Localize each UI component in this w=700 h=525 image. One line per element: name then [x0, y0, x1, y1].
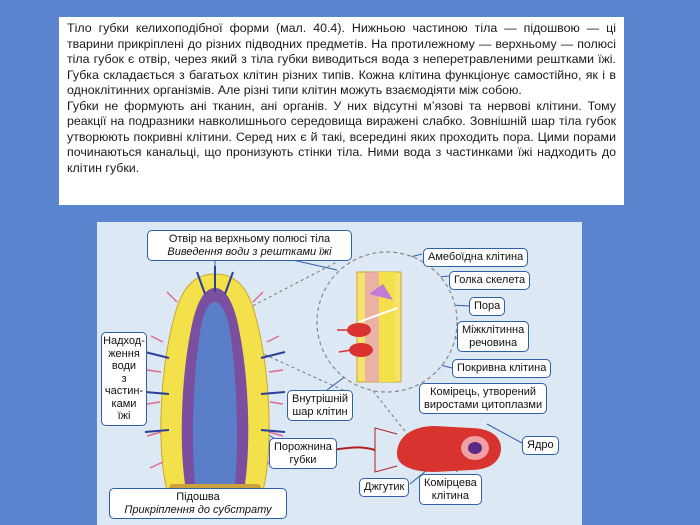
label-cavity: Порожнина губки	[269, 438, 337, 469]
label-amoeboid-cell: Амебоїдна клітина	[423, 248, 528, 267]
label-pore: Пора	[469, 297, 505, 316]
label-inner-layer: Внутрішній шар клітин	[287, 390, 353, 421]
label-spicule: Голка скелета	[449, 271, 530, 290]
label-water-inflow: Надход- ження води з частин- ками їжі	[101, 332, 147, 426]
paragraph-1: Тіло губки келихоподібної форми (мал. 40…	[67, 21, 616, 99]
label-collar: Комірець, утворений виростами цитоплазми	[419, 383, 547, 414]
text-block: Тіло губки келихоподібної форми (мал. 40…	[59, 17, 624, 205]
sponge-body	[161, 274, 269, 496]
label-cover-cell: Покривна клітина	[452, 359, 551, 378]
zoom-circle	[317, 252, 457, 392]
label-intercellular: Міжклітинна речовина	[457, 321, 529, 352]
sponge-figure: Отвір на верхньому полюсі тіла Виведення…	[97, 222, 582, 525]
paragraph-2: Губки не формують ані тканин, ані органі…	[67, 99, 616, 177]
label-top-opening: Отвір на верхньому полюсі тіла Виведення…	[147, 230, 352, 261]
label-nucleus: Ядро	[522, 436, 559, 455]
label-sole: Підошва Прикріплення до субстрату	[109, 488, 287, 519]
label-flagellum: Джгутик	[359, 478, 409, 497]
label-collar-cell: Комірцева клітина	[419, 474, 482, 505]
